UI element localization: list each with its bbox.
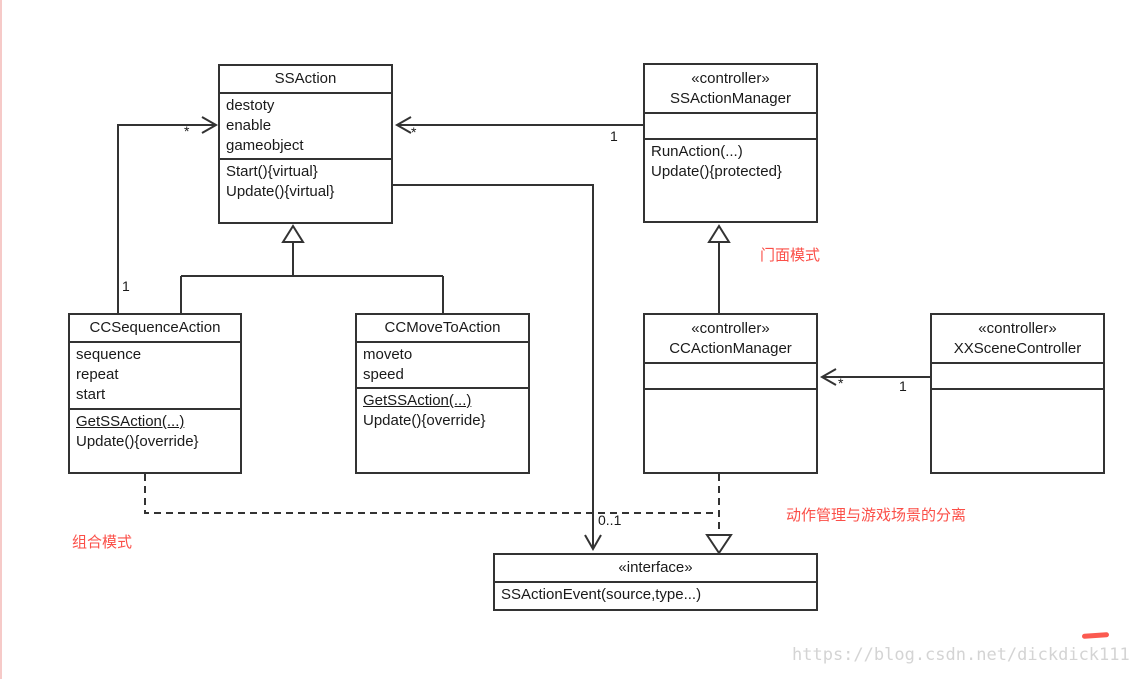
class-box-ssaction: SSAction destoty enable gameobject Start… — [218, 64, 393, 224]
method-item: RunAction(...) — [651, 143, 743, 160]
class-name: XXSceneController — [953, 339, 1082, 357]
attributes-section: sequence repeat start — [70, 341, 240, 408]
generalization-subclasses-ssaction — [180, 224, 444, 313]
attribute-item: moveto — [363, 346, 413, 363]
class-stereotype: «controller» — [691, 319, 770, 337]
attributes-section — [932, 362, 1103, 388]
methods-section: GetSSAction(...) Update(){override} — [357, 387, 528, 472]
multiplicity-label: 0..1 — [598, 512, 622, 528]
method-item: Update(){override} — [363, 412, 486, 429]
interface-stereotype: «interface» — [495, 555, 816, 581]
class-title: «controller» CCActionManager — [645, 315, 816, 362]
realization-ccactionmanager-ssactionevent — [705, 474, 733, 555]
attribute-item: repeat — [76, 366, 119, 383]
attributes-section — [645, 112, 816, 138]
association-ssactionmanager-ssaction — [394, 116, 643, 134]
methods-section — [932, 388, 1103, 472]
method-item: Update(){protected} — [651, 163, 782, 180]
methods-section: GetSSAction(...) Update(){override} — [70, 408, 240, 472]
class-box-xxscenecontroller: «controller» XXSceneController — [930, 313, 1105, 474]
annotation-composite-pattern: 组合模式 — [72, 534, 133, 551]
class-title: «controller» XXSceneController — [932, 315, 1103, 362]
class-title: CCSequenceAction — [70, 315, 240, 341]
multiplicity-label: * — [838, 375, 844, 391]
methods-section — [645, 388, 816, 472]
class-name: SSAction — [274, 70, 337, 87]
class-box-ssactionmanager: «controller» SSActionManager RunAction(.… — [643, 63, 818, 223]
watermark-url: https://blog.csdn.net/dickdick111 — [792, 645, 1130, 665]
class-stereotype: «controller» — [978, 319, 1057, 337]
class-title: SSAction — [220, 66, 391, 92]
red-dash-mark — [1081, 632, 1110, 639]
class-box-ccsequenceaction: CCSequenceAction sequence repeat start G… — [68, 313, 242, 474]
dependency-ccsequenceaction-ssactionevent — [144, 474, 719, 514]
interface-operation-section: SSActionEvent(source,type...) — [495, 581, 816, 609]
left-edge-accent — [0, 0, 2, 679]
method-item: GetSSAction(...) — [363, 392, 472, 409]
attribute-item: sequence — [76, 346, 142, 363]
class-name: CCActionManager — [669, 339, 792, 357]
method-item: Update(){virtual} — [226, 183, 335, 200]
method-item: Update(){override} — [76, 433, 199, 450]
multiplicity-label: * — [411, 124, 417, 140]
multiplicity-label: 1 — [610, 128, 618, 144]
class-title: «controller» SSActionManager — [645, 65, 816, 112]
generalization-ccactionmanager-ssactionmanager — [707, 224, 731, 313]
attribute-item: enable — [226, 117, 272, 134]
attribute-item: destoty — [226, 97, 275, 114]
methods-section: RunAction(...) Update(){protected} — [645, 138, 816, 221]
class-title: CCMoveToAction — [357, 315, 528, 341]
class-stereotype: «controller» — [691, 69, 770, 87]
interface-box-ssactionevent: «interface» SSActionEvent(source,type...… — [493, 553, 818, 611]
method-item: SSActionEvent(source,type...) — [501, 586, 702, 603]
class-name: SSActionManager — [670, 89, 791, 107]
class-box-ccmovetoaction: CCMoveToAction moveto speed GetSSAction(… — [355, 313, 530, 474]
attribute-item: speed — [363, 366, 404, 383]
method-item: Start(){virtual} — [226, 163, 318, 180]
multiplicity-label: * — [184, 123, 190, 139]
annotation-facade-pattern: 门面模式 — [760, 247, 821, 264]
annotation-separation-note: 动作管理与游戏场景的分离 — [786, 507, 967, 524]
class-box-ccactionmanager: «controller» CCActionManager — [643, 313, 818, 474]
attribute-item: gameobject — [226, 137, 304, 154]
class-name: CCSequenceAction — [89, 319, 221, 336]
class-stereotype: «interface» — [618, 559, 693, 576]
attributes-section — [645, 362, 816, 388]
attribute-item: start — [76, 386, 106, 403]
attributes-section: moveto speed — [357, 341, 528, 387]
multiplicity-label: 1 — [899, 378, 907, 394]
method-item: GetSSAction(...) — [76, 413, 185, 430]
association-ccsequenceaction-ssaction — [117, 116, 219, 313]
attributes-section: destoty enable gameobject — [220, 92, 391, 158]
methods-section: Start(){virtual} Update(){virtual} — [220, 158, 391, 222]
multiplicity-label: 1 — [122, 278, 130, 294]
class-name: CCMoveToAction — [384, 319, 501, 336]
